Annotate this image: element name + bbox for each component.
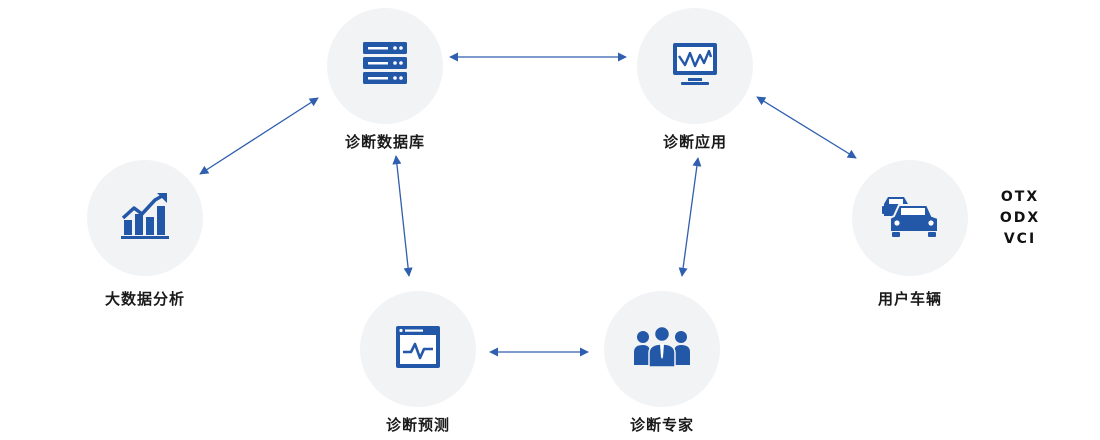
cars-icon <box>880 194 940 242</box>
monitor-waveform-icon <box>671 41 719 91</box>
arrow-app-vehicle <box>756 96 857 159</box>
vehicle-protocol-list: OTX ODX VCI <box>990 187 1050 250</box>
vehicle-circle <box>852 160 968 276</box>
db-circle <box>327 8 443 124</box>
arrow-db-predict <box>392 155 413 277</box>
arrow-db-bigdata <box>199 97 319 175</box>
protocol-item: ODX <box>999 210 1041 226</box>
browser-pulse-icon <box>394 324 442 374</box>
server-rack-icon <box>361 41 409 91</box>
db-label: 诊断数据库 <box>344 133 425 151</box>
app-label: 诊断应用 <box>662 133 727 151</box>
arrow-app-expert <box>678 157 702 277</box>
bigdata-label: 大数据分析 <box>104 290 185 308</box>
predict-circle <box>360 291 476 407</box>
vehicle-label: 用户车辆 <box>877 290 942 308</box>
bigdata-circle <box>87 160 203 276</box>
predict-label: 诊断预测 <box>385 416 450 434</box>
team-people-icon <box>634 325 690 373</box>
app-circle <box>637 8 753 124</box>
protocol-item: VCI <box>1003 231 1037 247</box>
expert-circle <box>604 291 720 407</box>
protocol-item: OTX <box>1000 189 1040 205</box>
expert-label: 诊断专家 <box>629 416 694 434</box>
bar-chart-trend-icon <box>120 192 170 244</box>
